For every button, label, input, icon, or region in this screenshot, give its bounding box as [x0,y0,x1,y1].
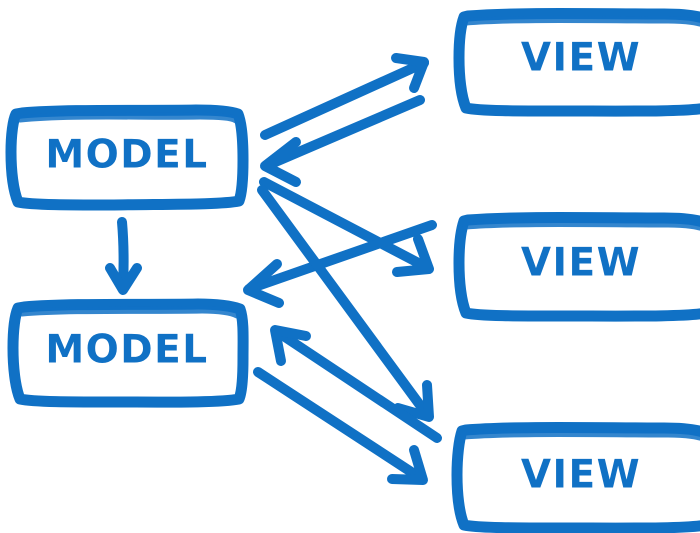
edge-model1-to-view1[interactable] [260,53,429,140]
node-model-1-outline [5,104,249,211]
node-view-1-label: VIEW [521,36,641,81]
edge-view3-to-model2-line [271,326,442,443]
edge-model1-to-model2-line [117,217,129,293]
edge-view2-to-model1-line [244,220,437,294]
node-view-1-outline [453,8,700,117]
node-view-3-outline-overstroke [460,430,700,441]
node-view-2-label: VIEW [521,241,641,286]
edge-view3-to-model2-arrowhead [270,325,311,366]
edge-model1-to-view3-arrowhead [393,380,434,422]
edge-model1-to-view1-arrowhead [391,53,429,93]
edge-model1-to-view3[interactable] [257,185,434,422]
node-model-1-label: MODEL [45,133,208,178]
edge-model2-to-view3-line [253,367,427,484]
node-view-2-outline-overstroke [462,220,700,231]
edge-view2-to-model1[interactable] [243,220,437,308]
edge-model1-to-view1-line [260,58,429,140]
edge-model1-to-model2-arrowhead [105,263,142,295]
node-model-2-label: MODEL [45,328,208,373]
node-view-1-outline-overstroke [462,16,700,27]
edge-model1-to-view2-line [259,177,433,273]
node-view-2[interactable]: VIEW [453,212,700,322]
edge-view1-to-model1-line [261,95,425,171]
edge-view2-to-model1-arrowhead [243,259,284,308]
node-view-3-outline [451,422,700,533]
node-view-1[interactable]: VIEW [453,8,700,117]
edge-model1-to-view2-arrowhead [392,234,434,277]
edge-model2-to-view3-arrowhead [387,445,428,485]
node-model-2[interactable]: MODEL [7,298,249,408]
node-view-3[interactable]: VIEW [451,422,700,533]
edge-model1-to-view3-line [257,185,433,421]
edge-model1-to-model2[interactable] [105,217,142,295]
edge-model1-to-view2[interactable] [259,177,434,277]
node-view-2-outline [453,212,700,322]
edge-view1-to-model1-arrowhead [260,137,301,187]
edge-view3-to-model2[interactable] [270,325,442,443]
node-model-2-outline-overstroke [18,306,241,319]
edge-view1-to-model1[interactable] [260,95,425,187]
node-model-1-outline-overstroke [16,112,240,124]
node-view-3-label: VIEW [521,453,641,498]
node-model-1[interactable]: MODEL [5,104,249,211]
edge-model2-to-view3[interactable] [253,367,428,485]
node-model-2-outline [7,298,249,408]
